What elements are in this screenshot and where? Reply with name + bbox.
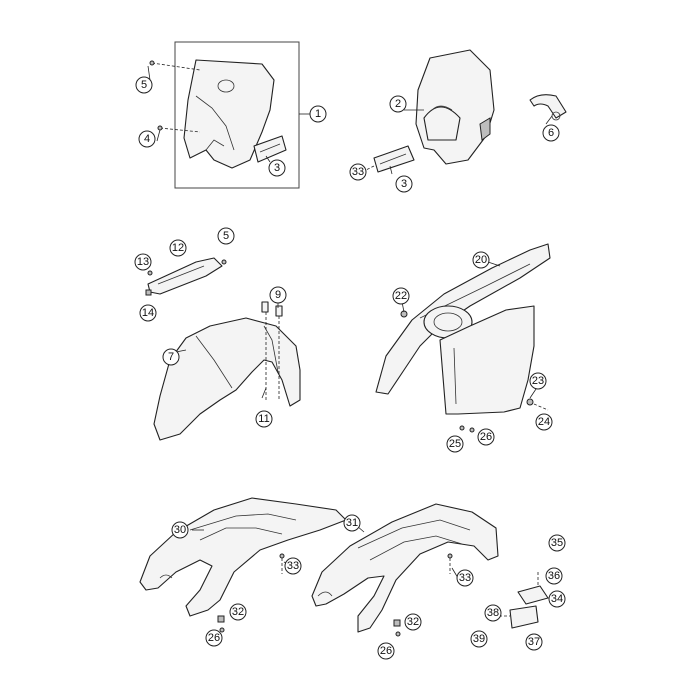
callout-22: 22 [392,287,410,305]
callout-32-a: 32 [229,603,247,621]
svg-text:26: 26 [380,645,392,657]
callout-25: 25 [446,435,464,453]
headlight-mask-part [415,49,495,165]
callout-23: 23 [529,372,547,390]
svg-text:30: 30 [174,524,186,536]
svg-text:7: 7 [168,351,174,363]
svg-text:20: 20 [475,254,487,266]
svg-text:11: 11 [258,413,269,425]
rear-fender-part [375,243,551,395]
callout-33-b: 33 [456,569,474,587]
svg-text:3: 3 [274,162,280,174]
license-plate-light-part [517,585,549,605]
svg-text:6: 6 [548,127,554,139]
svg-text:35: 35 [551,537,563,549]
callout-3-a: 3 [268,159,286,177]
side-cover-right-group [311,503,549,637]
svg-text:5: 5 [223,230,229,242]
svg-text:14: 14 [142,307,154,319]
callout-26-a: 26 [477,428,495,446]
callout-14: 14 [139,304,157,322]
headlight-bracket-part [529,94,567,119]
headlight-mask-assembly-group [149,41,310,189]
svg-text:22: 22 [395,290,407,302]
svg-text:26: 26 [208,632,220,644]
svg-text:1: 1 [315,108,321,120]
callout-20: 20 [472,251,490,269]
number-plate-sticker-part [253,135,287,163]
headlight-mask-lamp-group [357,49,567,175]
svg-text:4: 4 [144,133,150,145]
callout-33-a: 33 [284,557,302,575]
callout-5-a: 5 [135,76,153,94]
callout-35: 35 [548,534,566,552]
headlight-mask-part [183,59,275,169]
callout-38: 38 [484,604,502,622]
callout-33-c: 33 [349,163,367,181]
callout-26-c: 26 [377,642,395,660]
callout-26-b: 26 [205,629,223,647]
rear-fender-group [375,243,551,433]
callout-39: 39 [470,630,488,648]
svg-text:36: 36 [548,570,560,582]
front-fender-part [153,317,301,441]
svg-text:5: 5 [141,79,147,91]
svg-text:33: 33 [352,166,364,178]
svg-text:32: 32 [232,606,244,618]
side-cover-part [311,503,499,633]
callout-4: 4 [138,130,156,148]
callout-2: 2 [389,95,407,113]
callout-6: 6 [542,124,560,142]
side-cover-part [139,497,347,617]
callout-37: 37 [525,633,543,651]
svg-text:31: 31 [346,517,358,529]
callout-7: 7 [162,348,180,366]
callout-13: 13 [134,253,152,271]
svg-text:32: 32 [407,616,419,628]
callout-32-b: 32 [404,613,422,631]
svg-text:33: 33 [287,560,299,572]
callout-11: 11 [255,410,273,428]
callout-5-b: 5 [217,227,235,245]
side-cover-left-group [139,497,347,633]
callout-1: 1 [309,105,327,123]
callout-31: 31 [343,514,361,532]
svg-text:34: 34 [551,593,563,605]
svg-text:3: 3 [401,178,407,190]
svg-text:9: 9 [275,289,281,301]
callout-36: 36 [545,567,563,585]
svg-text:37: 37 [528,636,540,648]
callout-12: 12 [169,239,187,257]
callout-24: 24 [535,413,553,431]
headlight-lens-part [423,106,461,141]
front-fender-group [145,257,301,441]
callout-3-b: 3 [395,175,413,193]
svg-text:25: 25 [449,438,461,450]
svg-text:33: 33 [459,572,471,584]
callout-34: 34 [548,590,566,608]
license-plate-holder-part [509,605,539,629]
svg-text:39: 39 [473,633,485,645]
callout-9: 9 [269,286,287,304]
svg-text:23: 23 [532,375,544,387]
fender-spoiler-part [147,257,223,295]
assembly-frame [174,41,300,189]
svg-text:26: 26 [480,431,492,443]
svg-text:2: 2 [395,98,401,110]
rear-number-plate-part [439,305,535,415]
svg-text:12: 12 [172,242,184,254]
callout-30: 30 [171,521,189,539]
svg-text:38: 38 [487,607,499,619]
svg-text:13: 13 [137,256,149,268]
svg-text:24: 24 [538,416,550,428]
